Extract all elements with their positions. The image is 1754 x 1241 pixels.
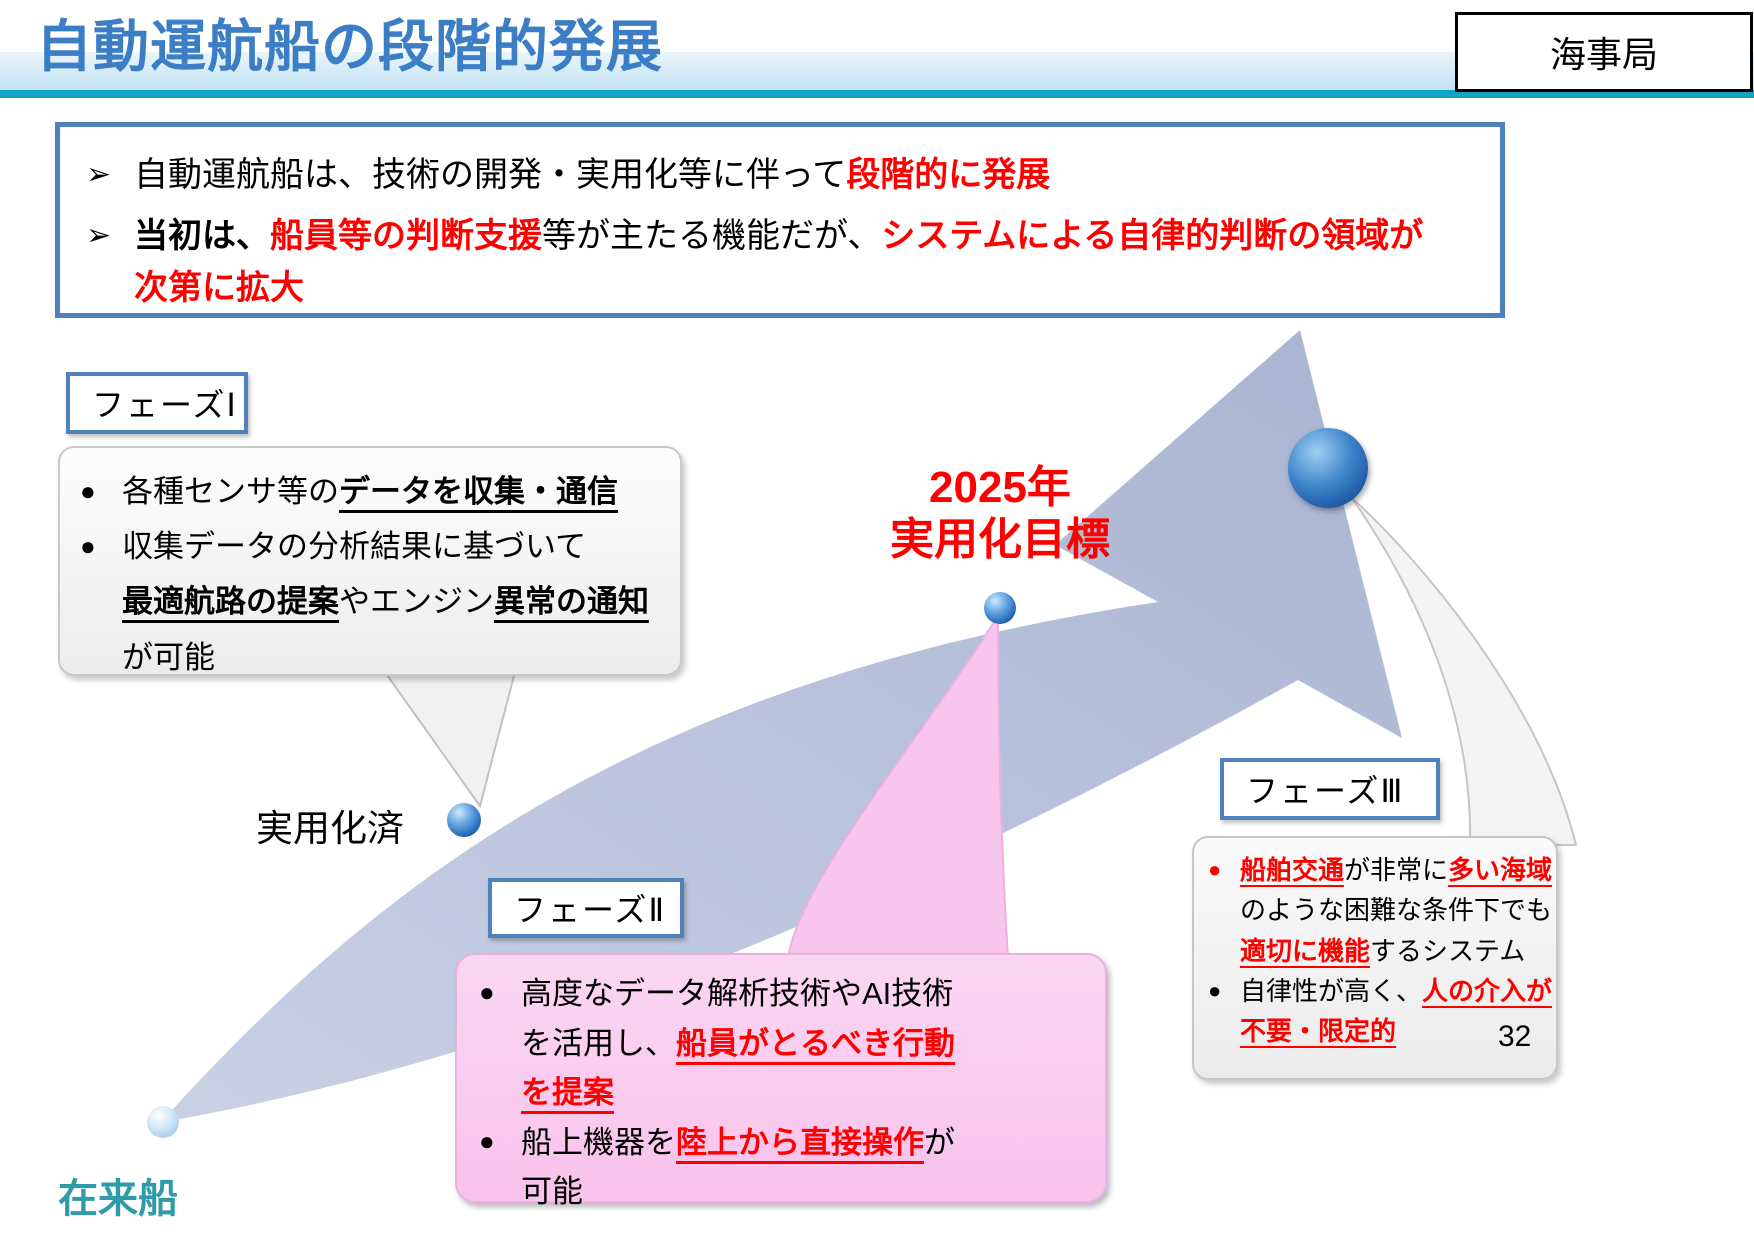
text-line: のような困難な条件下でも [1240,895,1553,926]
text-segment-red-underline: 人の介入が [1422,975,1553,1006]
list-item-text: 高度なデータ解析技術やAI技術 を活用し、船員がとるべき行動 を提案 [521,969,1093,1118]
bullet-icon: ● [80,531,96,562]
list-item: ● 自律性が高く、人の介入が 不要・限定的 [1208,971,1552,1052]
phase1-label-box: フェーズⅠ [66,372,248,434]
text-line: 船上機器を陸上から直接操作が [521,1118,1093,1168]
list-item: ● 収集データの分析結果に基づいて 最適航路の提案やエンジン異常の通知 が可能 [80,519,666,685]
bullet-icon-red: ● [1208,857,1222,882]
text-segment-red-underline: 多い海域 [1448,855,1553,885]
text-segment-red-underline: 船舶交通 [1240,855,1345,885]
deployed-label: 実用化済 [256,808,404,849]
milestone-sphere-deployed [447,803,481,837]
phase1-label: フェーズⅠ [92,387,238,423]
summary-bullet-1-text: 自動運航船は、技術の開発・実用化等に伴って段階的に発展 [134,149,1500,202]
target-year: 2025年 [929,463,1071,512]
arrow-bullet-icon: ➢ [86,218,112,252]
text-line-red-underline: 不要・限定的 [1240,1016,1397,1047]
phase1-bubble-tail [380,667,518,809]
bureau-badge-label: 海事局 [1549,34,1658,75]
phase2-label-box: フェーズⅡ [488,878,684,938]
list-item: ● 高度なデータ解析技術やAI技術 を活用し、船員がとるべき行動 を提案 [479,969,1093,1118]
bullet-icon: ● [1208,977,1222,1003]
text-line: 適切に機能するシステム [1240,931,1552,971]
text-segment: するシステム [1370,935,1526,966]
text-segment: やエンジン [339,584,494,620]
list-item-text: 船上機器を陸上から直接操作が 可能 [521,1118,1093,1217]
list-item-text: 船舶交通が非常に多い海域 のような困難な条件下でも 適切に機能するシステム [1240,850,1552,971]
phase3-label: フェーズⅢ [1246,773,1405,809]
arrow-bullet-icon: ➢ [86,158,112,191]
origin-label: 在来船 [58,1177,178,1221]
target-caption: 実用化目標 [890,514,1110,564]
header-underline [0,90,1754,98]
text-line: 可能 [521,1174,583,1210]
text-line: が可能 [122,639,215,675]
text-segment: 等が主たる機能だが、 [542,216,882,255]
text-segment: が非常に [1344,855,1449,885]
page-title: 自動運航船の段階的発展 [36,15,663,78]
bullet-icon: ● [80,476,96,506]
text-line: を活用し、船員がとるべき行動 [521,1019,1093,1069]
text-segment: が [924,1124,955,1160]
text-line: 最適航路の提案やエンジン異常の通知 [122,574,666,629]
text-segment: 各種センサ等の [122,474,339,509]
text-segment: を活用し、 [521,1025,676,1061]
summary-box: ➢ 自動運航船は、技術の開発・実用化等に伴って段階的に発展 ➢ 当初は、船員等の… [55,122,1505,318]
page-number: 32 [1498,1020,1532,1053]
milestone-sphere-final [1288,428,1368,508]
text-line: 自律性が高く、人の介入が [1240,971,1552,1011]
phase3-callout: ● 船舶交通が非常に多い海域 のような困難な条件下でも 適切に機能するシステム … [1192,836,1558,1080]
text-segment-red-underline: 適切に機能 [1240,935,1371,966]
text-segment-red: 次第に拡大 [134,269,304,308]
summary-bullet-2-text: 当初は、船員等の判断支援等が主たる機能だが、システムによる自律的判断の領域が次第… [134,210,1500,315]
bullet-icon: ● [479,977,495,1007]
list-item-text: 各種センサ等のデータを収集・通信 [122,464,666,519]
phase2-label: フェーズⅡ [514,892,667,928]
text-line-red-underline: を提案 [521,1075,614,1111]
target-2025-label: 2025年 実用化目標 [850,462,1150,566]
list-item: ● 船上機器を陸上から直接操作が 可能 [479,1118,1093,1217]
text-line: 収集データの分析結果に基づいて [122,529,587,565]
text-segment-underline: データを収集・通信 [339,474,618,509]
phase3-label-box: フェーズⅢ [1220,758,1440,820]
list-item-text: 収集データの分析結果に基づいて 最適航路の提案やエンジン異常の通知 が可能 [122,519,666,685]
milestone-sphere-origin [147,1106,179,1138]
text-segment-underline: 異常の通知 [494,584,649,620]
milestone-sphere-2025 [984,592,1016,624]
growth-arrow [163,330,1402,1122]
text-segment-red: 段階的に発展 [846,156,1051,194]
text-segment: 船上機器を [521,1124,676,1160]
text-segment-underline: 最適航路の提案 [122,584,339,620]
list-item: ● 各種センサ等のデータを収集・通信 [80,464,666,519]
text-segment-red-underline: 船員がとるべき行動 [676,1025,955,1061]
summary-bullet-2: ➢ 当初は、船員等の判断支援等が主たる機能だが、システムによる自律的判断の領域が… [86,210,1500,315]
text-segment-red-underline: 陸上から直接操作 [676,1124,924,1160]
bureau-badge: 海事局 [1455,12,1753,92]
phase2-callout: ● 高度なデータ解析技術やAI技術 を活用し、船員がとるべき行動 を提案 ● 船… [455,953,1107,1209]
text-segment: 自律性が高く、 [1240,975,1423,1006]
list-item-text: 自律性が高く、人の介入が 不要・限定的 [1240,971,1552,1052]
phase1-callout: ● 各種センサ等のデータを収集・通信 ● 収集データの分析結果に基づいて 最適航… [58,446,682,676]
summary-bullet-1: ➢ 自動運航船は、技術の開発・実用化等に伴って段階的に発展 [86,149,1500,202]
phase3-bubble-tail [1351,497,1578,846]
text-segment-bold: 当初は、 [134,216,270,255]
text-segment-red: 船員等の判断支援 [270,216,542,255]
text-segment-red: システムによる自律的判断の領域が [881,216,1424,255]
text-segment: 自動運航船は、技術の開発・実用化等に伴って [134,156,847,194]
list-item: ● 船舶交通が非常に多い海域 のような困難な条件下でも 適切に機能するシステム [1208,850,1552,971]
text-line: 船舶交通が非常に多い海域 [1240,850,1552,890]
text-line: 高度なデータ解析技術やAI技術 [521,976,954,1011]
bullet-icon: ● [479,1125,495,1156]
